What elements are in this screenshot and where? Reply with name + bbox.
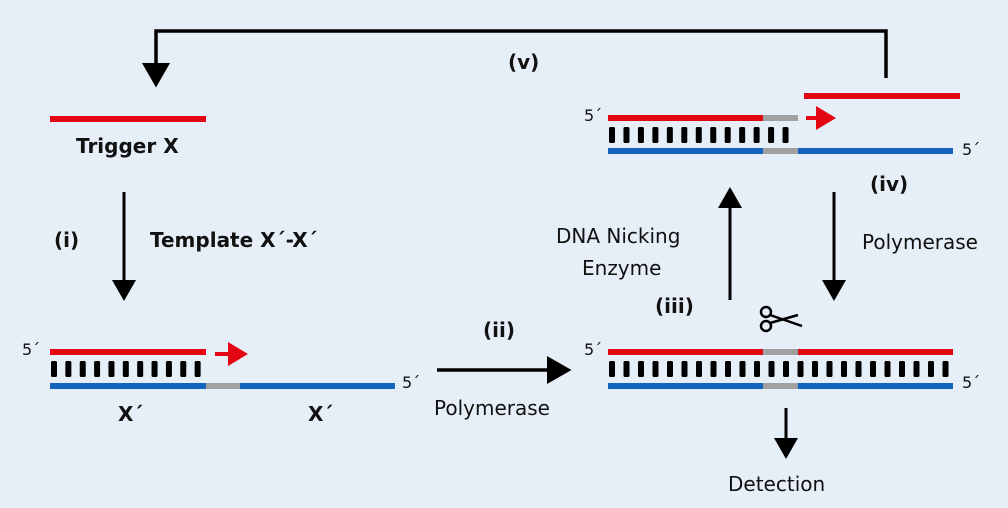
basepair-tick [681,361,688,377]
step-iii-label: (iii) [655,294,694,318]
five-prime-label: 5´ [22,340,41,359]
scissors-icon [759,305,803,333]
nicked-complex [608,93,960,154]
basepair-tick [696,361,702,377]
basepair-tick [724,127,731,143]
full-duplex [608,349,953,389]
basepair-tick [194,361,201,377]
feedback-loop-arrow [142,29,888,88]
basepair-tick [870,361,876,377]
polymerase-iv-label: Polymerase [862,230,978,254]
basepair-ticks-full [609,361,949,377]
polymerase-ii-label: Polymerase [434,396,550,420]
nicking-label-line2: Enzyme [582,256,662,280]
basepair-tick [137,361,144,377]
step-iv-label: (iv) [870,172,909,196]
basepair-tick [681,127,688,143]
basepair-tick [768,361,775,377]
basepair-tick [812,361,818,377]
initial-complex [50,342,395,389]
basepair-tick [609,127,615,143]
x-prime-right-label: X´ [308,402,334,426]
basepair-tick [739,361,746,377]
nicking-label-line1: DNA Nicking [556,224,681,248]
five-prime-label: 5´ [584,106,603,125]
basepair-tick [165,361,172,377]
five-prime-label: 5´ [962,373,981,392]
basepair-ticks-nicked [609,127,789,143]
basepair-tick [108,361,115,377]
basepair-tick [609,361,615,377]
basepair-tick [638,361,644,377]
detection-label: Detection [728,472,826,496]
basepair-tick [753,127,760,143]
template-label: Template X´-X´ [150,228,318,252]
basepair-tick [739,127,746,143]
basepair-tick [899,361,905,377]
basepair-tick [623,127,630,143]
basepair-tick [151,361,158,377]
basepair-tick [79,361,86,377]
basepair-tick [623,361,630,377]
basepair-tick [652,127,659,143]
basepair-tick [797,361,804,377]
basepair-tick [51,361,57,377]
basepair-tick [180,361,187,377]
basepair-tick [826,361,833,377]
five-prime-label: 5´ [584,340,603,359]
basepair-tick [913,361,920,377]
basepair-tick [928,361,934,377]
basepair-tick [666,127,673,143]
basepair-tick [652,361,659,377]
basepair-tick [782,127,789,143]
basepair-tick [725,361,731,377]
step-v-label: (v) [508,50,540,74]
trigger-label: Trigger X [76,134,179,158]
basepair-tick [710,361,717,377]
basepair-tick [65,361,72,377]
basepair-tick [695,127,702,143]
basepair-tick [884,361,891,377]
five-prime-label: 5´ [962,140,981,159]
basepair-tick [768,127,775,143]
five-prime-label: 5´ [402,373,421,392]
basepair-tick [710,127,717,143]
basepair-ticks-initial [51,361,201,377]
basepair-tick [783,361,789,377]
x-prime-left-label: X´ [118,402,144,426]
basepair-tick [841,361,847,377]
basepair-tick [754,361,760,377]
basepair-tick [667,361,673,377]
basepair-tick [637,127,644,143]
basepair-tick [855,361,862,377]
step-ii-label: (ii) [483,318,515,342]
step-i-label: (i) [54,228,80,252]
basepair-tick [942,361,949,377]
basepair-tick [94,361,101,377]
basepair-tick [122,361,129,377]
